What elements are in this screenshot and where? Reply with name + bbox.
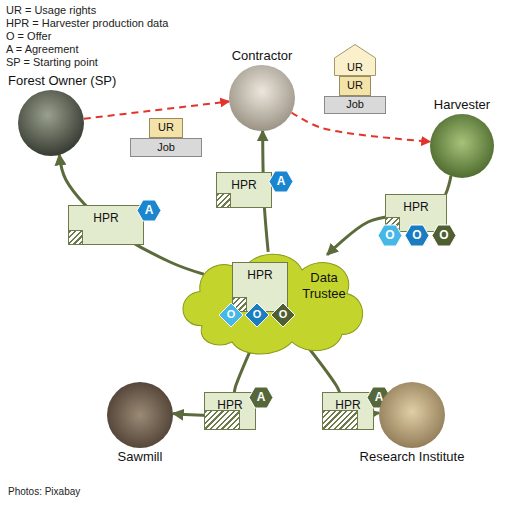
actor-photo-text: Research Institute <box>360 449 465 465</box>
offer-diamond-text: O <box>279 308 288 321</box>
status-hexagon-text: A <box>145 203 154 217</box>
photo-circle <box>379 382 445 448</box>
status-hexagon: A <box>249 387 273 408</box>
photo-circle <box>18 90 84 156</box>
data-document: HPRA <box>216 172 272 208</box>
actor-photo: Sawmill <box>107 382 173 466</box>
data-document-text: HPR <box>93 211 118 225</box>
data-document-text: HPR <box>231 178 256 192</box>
legend-line: UR = Usage rights <box>6 4 96 16</box>
rights-box: UR <box>339 76 371 96</box>
actor-photo: Forest Owner (SP) <box>8 72 116 156</box>
rights-flow-arrow <box>84 101 229 118</box>
data-document: HPRA <box>322 392 374 430</box>
rights-box: UR <box>149 118 183 138</box>
status-hexagon: A <box>137 200 161 221</box>
data-document-text: HPR <box>217 398 242 412</box>
trustee-cloud: Data TrusteeHPROOO <box>172 240 372 358</box>
rights-box-text: UR <box>347 79 363 92</box>
trustee-cloud-text: Data Trustee <box>292 270 356 301</box>
photo-circle <box>229 65 295 131</box>
data-flow-arrow <box>59 155 204 275</box>
data-document-text: HPR <box>247 268 272 282</box>
hatched-corner <box>323 410 358 429</box>
status-hexagon-text: O <box>385 228 394 242</box>
actor-photo-text: Harvester <box>434 97 490 113</box>
hexagon-fill <box>249 387 273 408</box>
status-hexagon: O <box>405 225 429 246</box>
status-hexagon-text: A <box>257 390 266 404</box>
status-hexagon-text: O <box>412 228 421 242</box>
status-hexagon: O <box>432 225 456 246</box>
rights-house-text: UR <box>347 61 363 74</box>
cloud-fill <box>183 254 363 354</box>
actor-photo-text: Contractor <box>232 48 293 64</box>
actor-photo: Harvester <box>430 96 494 178</box>
hexagon-fill <box>405 225 429 246</box>
diamond-fill <box>219 303 243 327</box>
hexagon-fill <box>137 200 161 221</box>
status-hexagon-text: O <box>439 228 448 242</box>
actor-photo: Research Institute <box>360 382 465 466</box>
data-document-text: HPR <box>335 398 360 412</box>
offer-diamond: O <box>245 303 269 327</box>
diamond-fill <box>245 303 269 327</box>
rights-flow-arrow <box>291 113 430 142</box>
legend-line: SP = Starting point <box>6 56 98 68</box>
hatched-corner <box>217 193 231 207</box>
hexagon-fill <box>378 225 402 246</box>
actor-photo: Contractor <box>229 47 295 131</box>
data-flow-arrow <box>327 176 451 255</box>
job-bar: Job <box>324 96 386 114</box>
job-bar: Job <box>130 138 202 157</box>
status-hexagon-text: A <box>277 174 286 188</box>
hexagon-fill <box>432 225 456 246</box>
actor-photo-text: Sawmill <box>118 449 163 465</box>
hexagon-fill <box>269 171 293 192</box>
legend-line: O = Offer <box>6 30 51 42</box>
data-document: HPROOO <box>385 194 447 232</box>
photo-circle <box>430 114 494 178</box>
actor-photo-text: Forest Owner (SP) <box>8 73 116 89</box>
data-document-text: HPR <box>403 200 428 214</box>
house-fill <box>335 45 376 76</box>
hatched-corner <box>69 230 83 244</box>
diamond-fill <box>271 303 295 327</box>
offer-diamond-text: O <box>253 308 262 321</box>
status-hexagon: A <box>269 171 293 192</box>
rights-box-text: UR <box>158 121 174 134</box>
status-hexagon: O <box>378 225 402 246</box>
job-bar-text: Job <box>346 98 364 111</box>
photo-circle <box>107 382 173 448</box>
hatched-corner <box>205 410 240 429</box>
legend-line: HPR = Harvester production data <box>6 17 168 29</box>
data-document: HPRA <box>204 392 256 430</box>
data-document: HPRA <box>68 205 144 245</box>
data-document: HPROOO <box>232 262 288 312</box>
offer-diamond: O <box>271 303 295 327</box>
offer-diamond: O <box>219 303 243 327</box>
offer-diamond-text: O <box>227 308 236 321</box>
legend-line: A = Agreement <box>6 43 78 55</box>
job-bar-text: Job <box>157 141 175 154</box>
photo-credit: Photos: Pixabay <box>8 486 80 497</box>
rights-house: UR <box>334 44 376 76</box>
